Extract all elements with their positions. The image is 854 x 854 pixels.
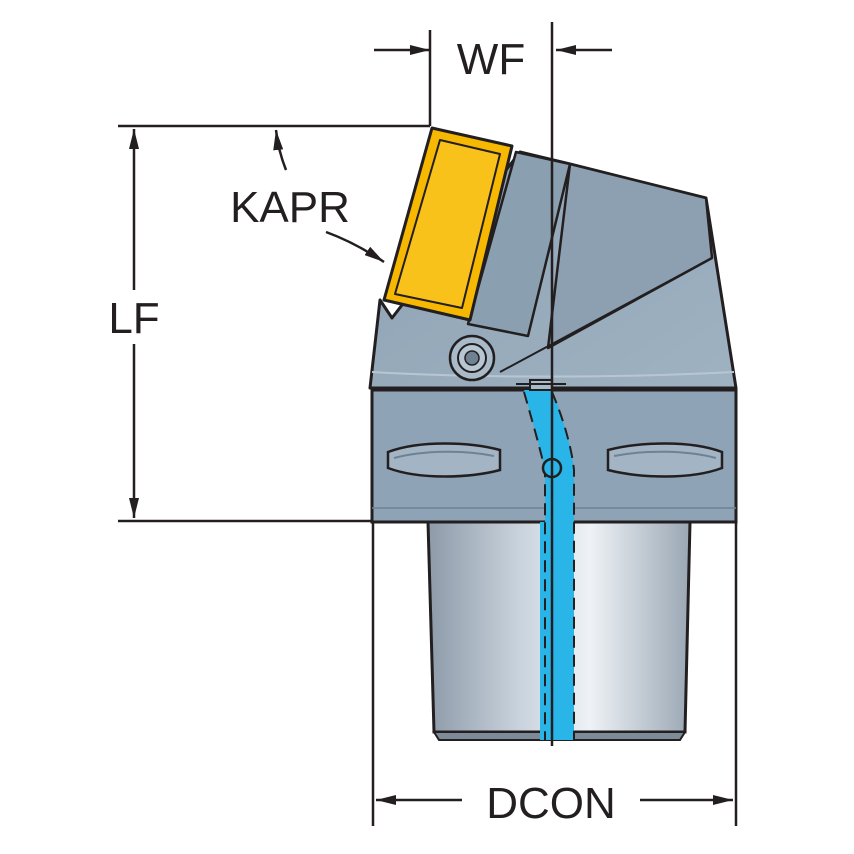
coolant-channel [516, 379, 575, 740]
kapr-label: KAPR [230, 183, 350, 232]
kapr-dimension: KAPR [230, 129, 385, 264]
lf-label: LF [108, 294, 159, 343]
screw-head-icon [448, 334, 496, 382]
dcon-label: DCON [486, 779, 616, 828]
dcon-dimension: DCON [371, 522, 738, 828]
cutting-insert [382, 126, 514, 322]
lf-dimension: LF [108, 124, 430, 523]
right-slot [606, 442, 724, 478]
wf-dimension: WF [374, 30, 612, 126]
wf-label: WF [457, 35, 525, 84]
left-slot [386, 442, 502, 478]
